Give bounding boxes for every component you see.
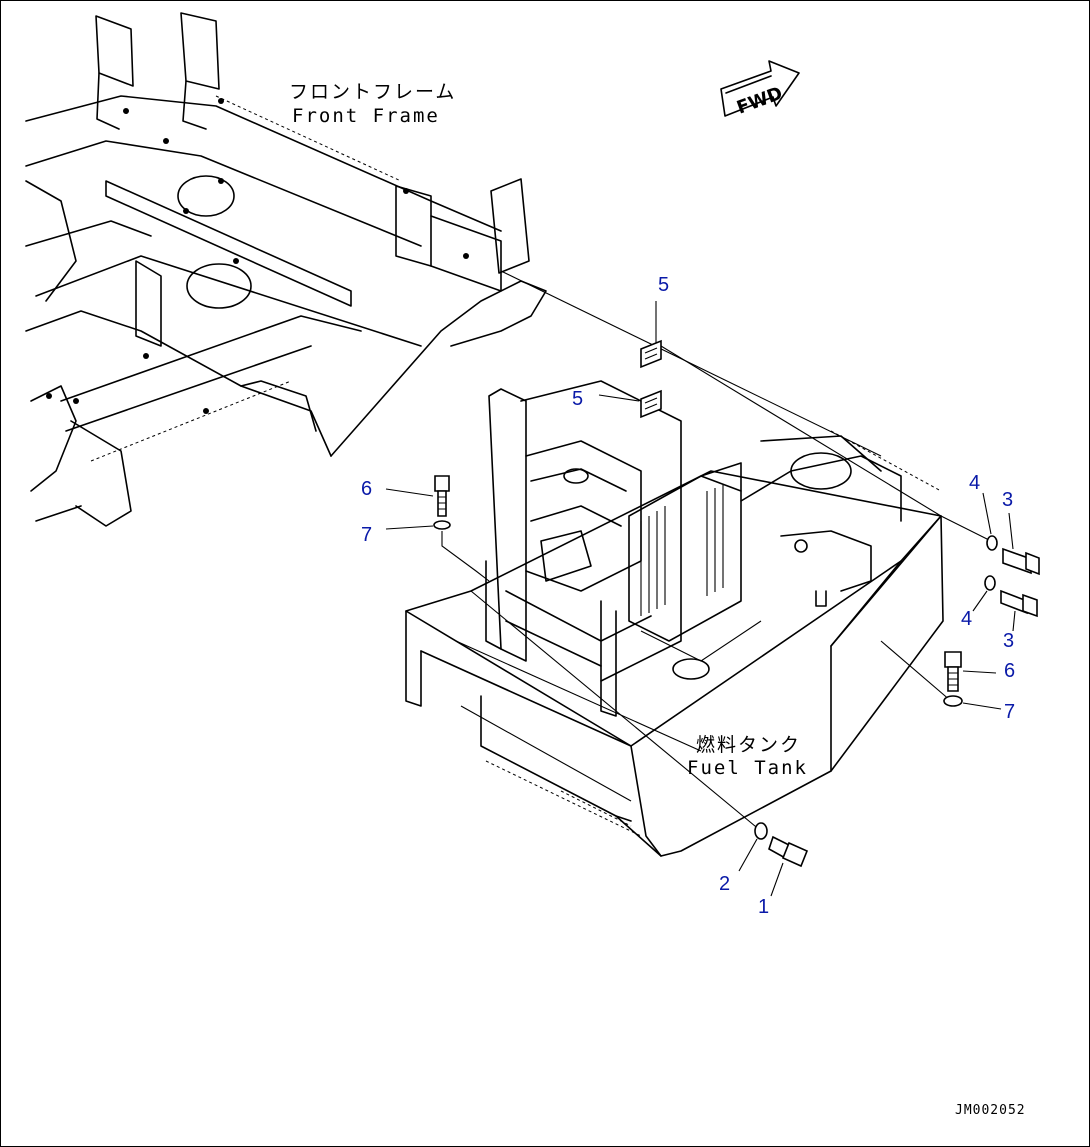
fwd-arrow-icon: FWD [720, 60, 800, 119]
callout-7-right: 7 [1004, 701, 1015, 723]
bolt-3-lower [1000, 589, 1038, 618]
front-frame-label-en: Front Frame [292, 105, 440, 127]
bolt-3-upper [1002, 547, 1040, 576]
callout-7-upper: 7 [361, 524, 372, 546]
callout-3-lower: 3 [1003, 630, 1014, 652]
fuel-tank-label-jp: 燃料タンク [696, 734, 801, 756]
battery-box [485, 270, 942, 717]
front-frame [25, 12, 547, 527]
callout-6-upper: 6 [361, 478, 372, 500]
fwd-label: FWD [734, 83, 785, 119]
bolt-6-upper [434, 475, 450, 517]
callout-5-upper: 5 [658, 274, 669, 296]
fuel-tank-label-en: Fuel Tank [687, 757, 808, 779]
washer-4-upper [986, 535, 998, 551]
bolt-1 [768, 835, 809, 868]
document-id: JM002052 [955, 1103, 1026, 1118]
callout-6-right: 6 [1004, 660, 1015, 682]
part-5-plates [640, 339, 662, 419]
leader-lines [385, 301, 1016, 897]
fuel-tank [405, 470, 992, 857]
callout-4-upper: 4 [969, 472, 980, 494]
washer-4-lower [984, 575, 996, 591]
bolt-6-right [944, 651, 962, 692]
callout-1: 1 [758, 896, 769, 918]
front-frame-label-jp: フロントフレーム [289, 81, 456, 103]
callout-5-lower: 5 [572, 388, 583, 410]
washer-7-upper [433, 520, 490, 582]
callout-4-lower: 4 [961, 608, 972, 630]
callout-3-upper: 3 [1002, 489, 1013, 511]
washer-2 [754, 822, 768, 840]
callout-2: 2 [719, 873, 730, 895]
washer-7-right [943, 695, 963, 707]
